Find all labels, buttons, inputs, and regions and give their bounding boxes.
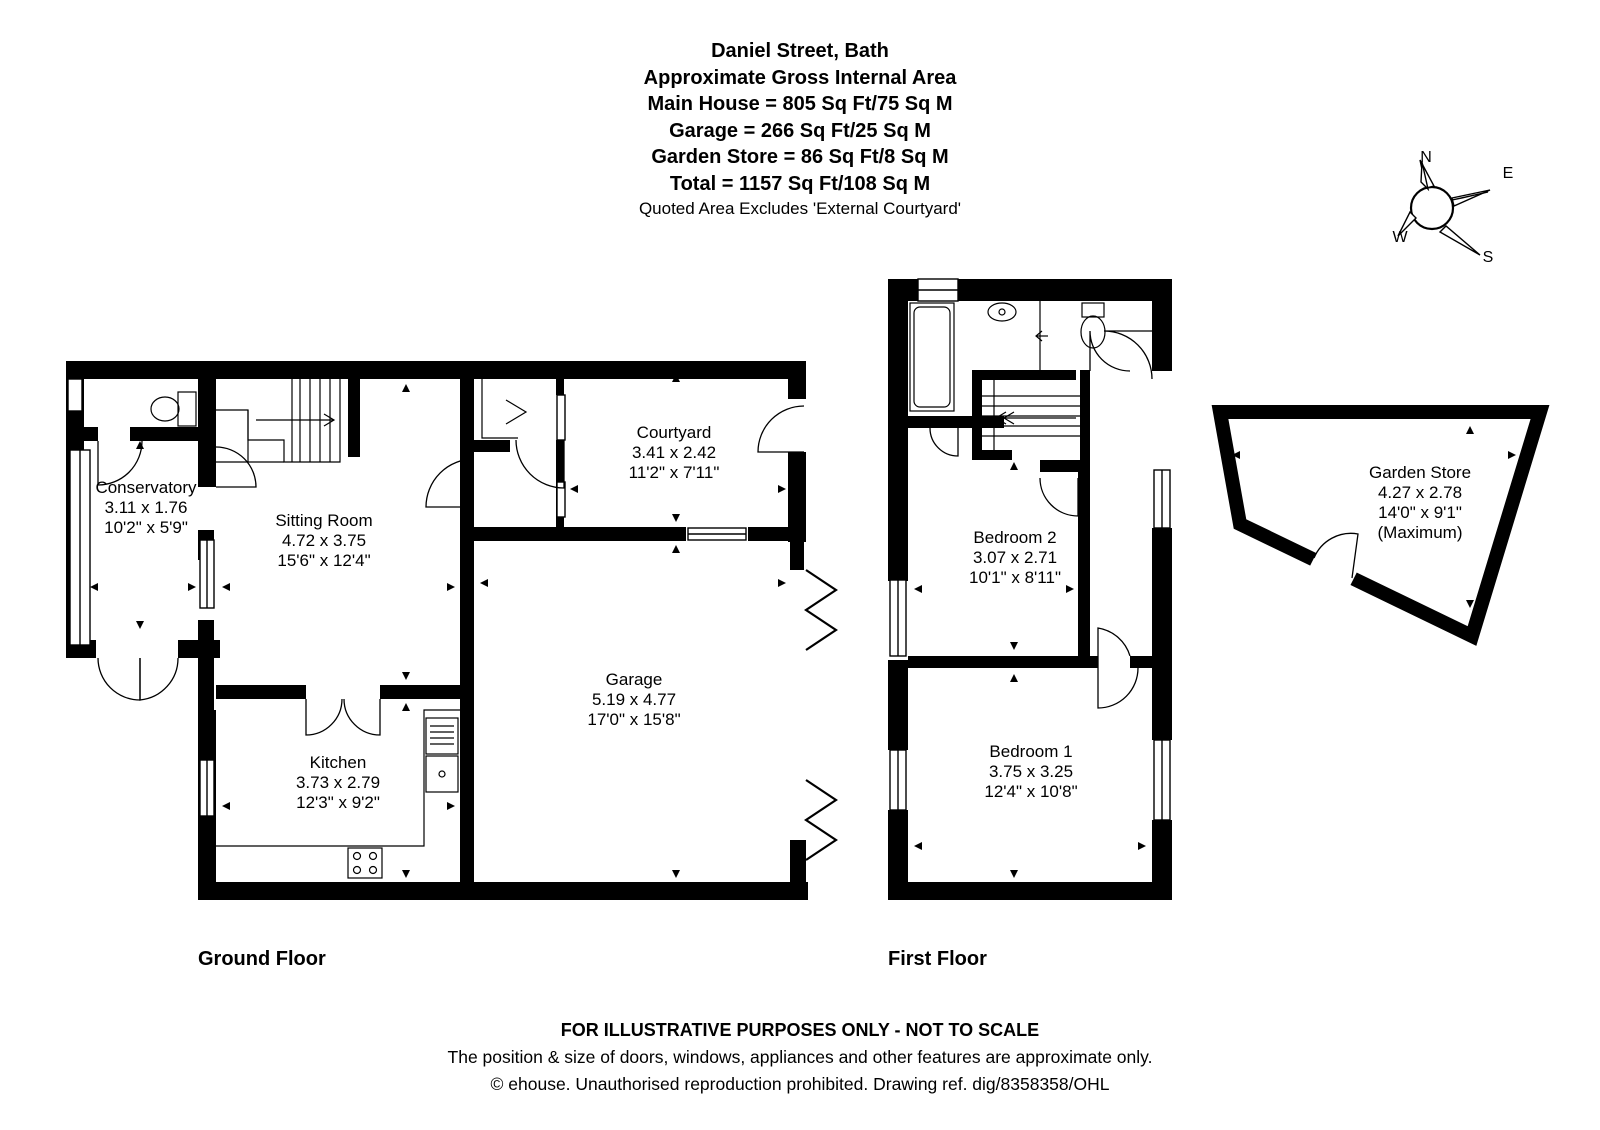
compass-east: E [1503,165,1514,182]
conservatory-imperial: 10'2" x 5'9" [104,518,188,537]
bedroom2-metric: 3.07 x 2.71 [973,548,1057,567]
ground-floor-walls [66,361,808,900]
garden-store-plan: Garden Store 4.27 x 2.78 14'0" x 9'1" (M… [1211,405,1550,646]
kitchen-name: Kitchen [310,753,367,772]
garden-store-area: Garden Store = 86 Sq Ft/8 Sq M [651,146,949,168]
disclaimer-text: FOR ILLUSTRATIVE PURPOSES ONLY - NOT TO … [560,1020,1040,1040]
first-floor-doors [929,330,1153,709]
courtyard-metric: 3.41 x 2.42 [632,443,716,462]
courtyard-name: Courtyard [637,423,712,442]
first-floor-plan: Bedroom 2 3.07 x 2.71 10'1" x 8'11" Bedr… [888,278,1172,900]
compass-icon: N E S W [1392,149,1513,266]
garage-name: Garage [606,670,663,689]
total-area: Total = 1157 Sq Ft/108 Sq M [669,172,931,195]
ground-floor-doors [97,405,805,736]
bedroom1-imperial: 12'4" x 10'8" [984,782,1077,801]
ground-floor-stairs [216,379,341,463]
kitchen-units [216,709,460,879]
ground-floor-label: Ground Floor [198,948,326,970]
plan-footer: FOR ILLUSTRATIVE PURPOSES ONLY - NOT TO … [0,1016,1600,1098]
ground-floor-plan: Conservatory 3.11 x 1.76 10'2" x 5'9" Si… [66,361,838,900]
conservatory-metric: 3.11 x 1.76 [105,498,188,517]
sitting-room-imperial: 15'6" x 12'4" [277,551,370,570]
ground-floor-dimension-arrows [90,374,786,878]
garden-store-imperial: 14'0" x 9'1" [1378,503,1462,522]
compass-west: W [1392,229,1408,246]
courtyard-imperial: 11'2" x 7'11" [629,463,720,482]
bedroom1-metric: 3.75 x 3.25 [989,762,1073,781]
main-house-area: Main House = 805 Sq Ft/75 Sq M [647,93,953,115]
garage-metric: 5.19 x 4.77 [592,690,676,709]
garden-store-name: Garden Store [1369,463,1471,482]
first-floor-stairs [982,380,1080,450]
area-note: Quoted Area Excludes 'External Courtyard… [638,199,962,218]
bathroom-fixtures [909,301,1106,412]
kitchen-metric: 3.73 x 2.79 [296,773,380,792]
garden-store-dimension-arrows [1232,426,1516,608]
bedroom1-name: Bedroom 1 [989,742,1072,761]
compass-north: N [1420,149,1432,166]
property-title: Daniel Street, Bath [711,40,889,62]
bedroom2-name: Bedroom 2 [973,528,1056,547]
bedroom2-imperial: 10'1" x 8'11" [969,568,1061,587]
garden-store-metric: 4.27 x 2.78 [1378,483,1462,502]
garden-store-qualifier: (Maximum) [1378,523,1463,542]
area-subtitle: Approximate Gross Internal Area [643,66,957,89]
plan-header: Daniel Street, Bath Approximate Gross In… [0,38,1600,221]
sitting-room-name: Sitting Room [275,511,372,530]
compass-south: S [1483,249,1494,266]
kitchen-imperial: 12'3" x 9'2" [296,793,380,812]
first-floor-walls [888,279,1172,900]
conservatory-name: Conservatory [95,478,197,497]
first-floor-label: First Floor [888,948,987,970]
garage-area: Garage = 266 Sq Ft/25 Sq M [669,119,931,142]
copyright-note: © ehouse. Unauthorised reproduction proh… [490,1074,1110,1094]
sitting-room-metric: 4.72 x 3.75 [282,531,366,550]
garage-imperial: 17'0" x 15'8" [587,710,680,729]
approximation-note: The position & size of doors, windows, a… [447,1047,1153,1067]
first-floor-dimension-arrows [914,462,1146,878]
